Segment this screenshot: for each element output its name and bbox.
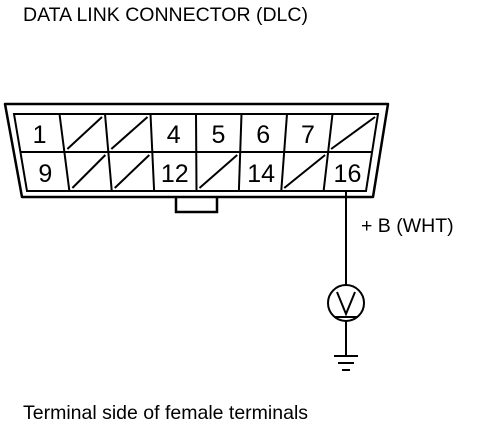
page-title: DATA LINK CONNECTOR (DLC) <box>23 4 308 26</box>
ground-icon <box>334 355 358 371</box>
voltmeter-icon <box>327 284 365 322</box>
cell-divider <box>322 113 334 192</box>
empty-terminal-slash <box>198 154 238 189</box>
cell-divider <box>195 113 198 192</box>
cell-divider <box>58 113 71 192</box>
empty-terminal-slash <box>110 116 149 150</box>
pin-14-label: 14 <box>247 160 275 188</box>
cell-divider <box>237 113 243 192</box>
pin-9-label: 9 <box>38 160 52 188</box>
pin-4-label: 4 <box>167 121 181 149</box>
caption: Terminal side of female terminals <box>23 402 309 424</box>
cell-divider <box>104 113 113 192</box>
pin-5-label: 5 <box>212 121 226 149</box>
empty-terminal-slash <box>114 154 150 189</box>
connector-cell-frame <box>12 113 380 192</box>
connector-outline <box>3 102 390 199</box>
empty-terminal-slash <box>283 154 326 189</box>
pin-1-label: 1 <box>33 121 47 149</box>
connector-tab <box>174 197 219 214</box>
pin-16-label: 16 <box>334 160 362 188</box>
pin-7-label: 7 <box>301 121 315 149</box>
pin-6-label: 6 <box>256 121 270 149</box>
wire-label: + B (WHT) <box>361 215 454 237</box>
cell-divider <box>280 113 288 192</box>
empty-terminal-slash <box>66 116 103 150</box>
empty-terminal-slash <box>330 116 376 150</box>
cell-divider <box>149 113 156 192</box>
pin-12-label: 12 <box>161 160 189 188</box>
empty-terminal-slash <box>71 154 107 189</box>
